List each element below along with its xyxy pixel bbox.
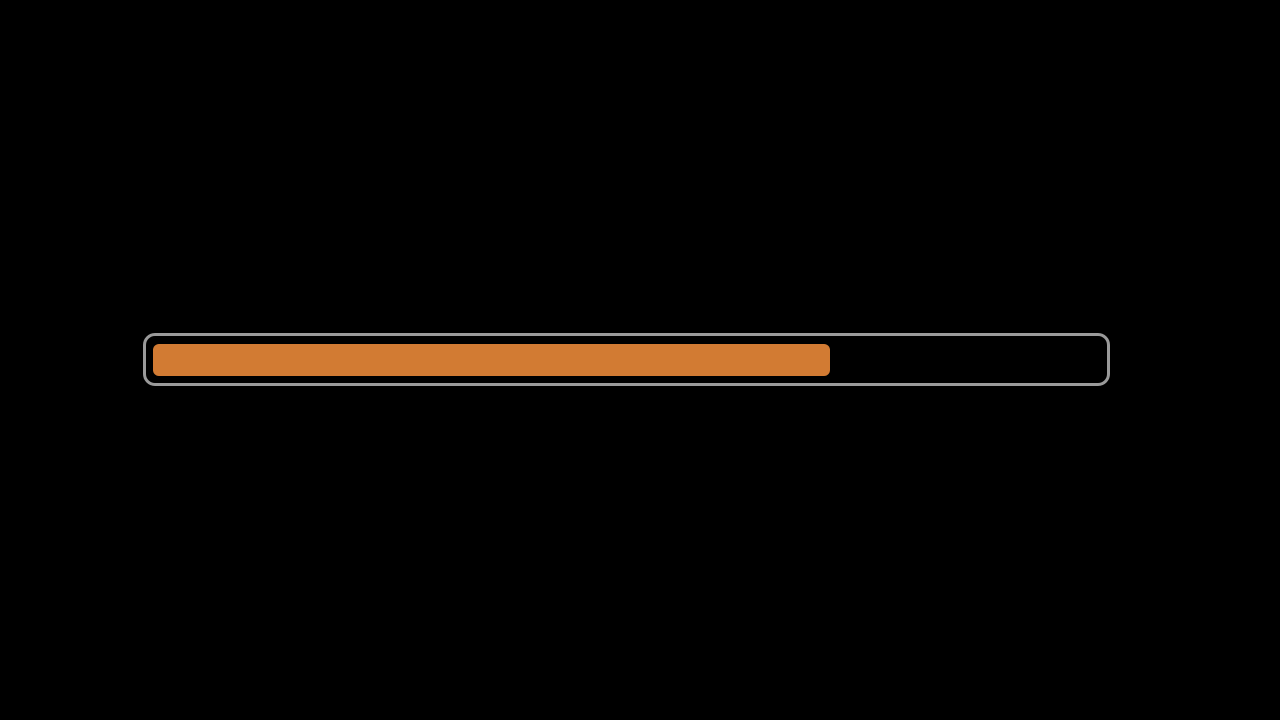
progress-bar [143,333,1110,386]
progress-track-inner [153,344,1100,376]
progress-fill [153,344,831,376]
